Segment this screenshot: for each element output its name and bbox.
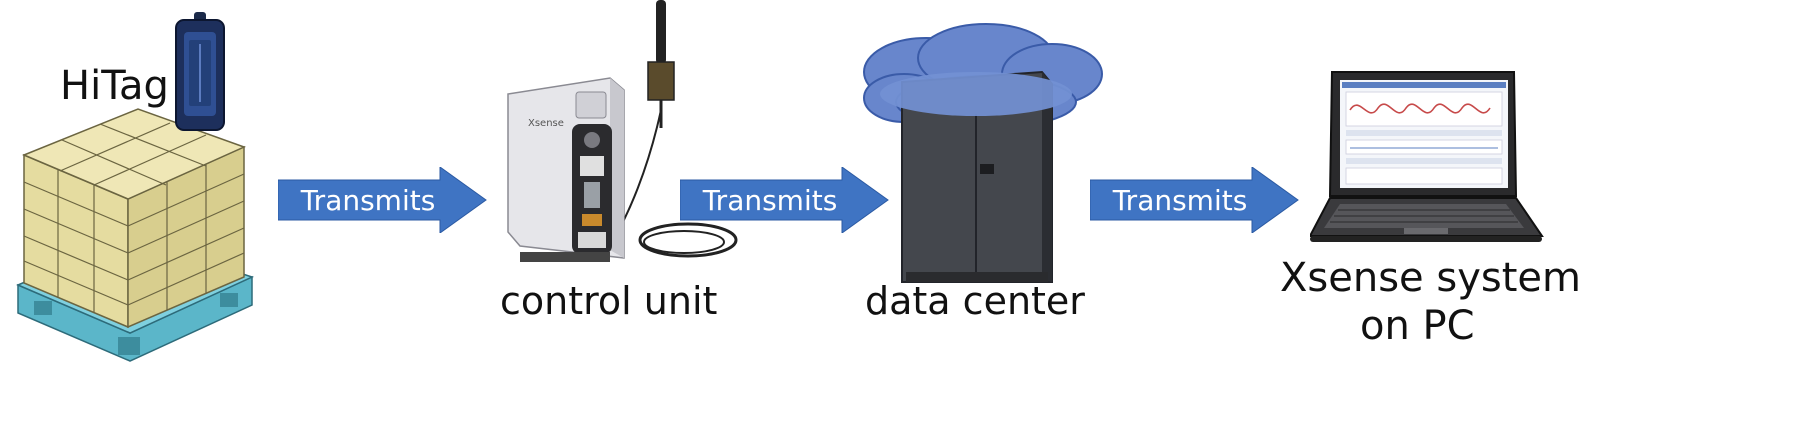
- pc-label-line1: Xsense system: [1280, 255, 1581, 301]
- data-center-label: data center: [865, 279, 1085, 323]
- data-center-icon: [863, 23, 1103, 283]
- pc-label-line2: on PC: [1360, 303, 1475, 349]
- control-unit-icon: Xsense: [507, 0, 738, 262]
- transmit-arrow-3-label: Transmits: [1112, 184, 1248, 217]
- control-unit-label: control unit: [500, 279, 718, 323]
- hitag-label: HiTag: [60, 63, 169, 109]
- svg-text:Xsense: Xsense: [528, 118, 564, 129]
- hitag-sensor-icon: [175, 12, 225, 131]
- pallet-with-boxes-icon: [16, 108, 255, 362]
- transmit-arrow-2: Transmits: [680, 167, 889, 233]
- transmit-arrow-2-label: Transmits: [702, 184, 838, 217]
- laptop-icon: [1310, 71, 1544, 242]
- transmit-arrow-1: Transmits: [278, 167, 487, 233]
- transmit-arrow-3: Transmits: [1090, 167, 1299, 233]
- transmit-arrow-1-label: Transmits: [300, 184, 436, 217]
